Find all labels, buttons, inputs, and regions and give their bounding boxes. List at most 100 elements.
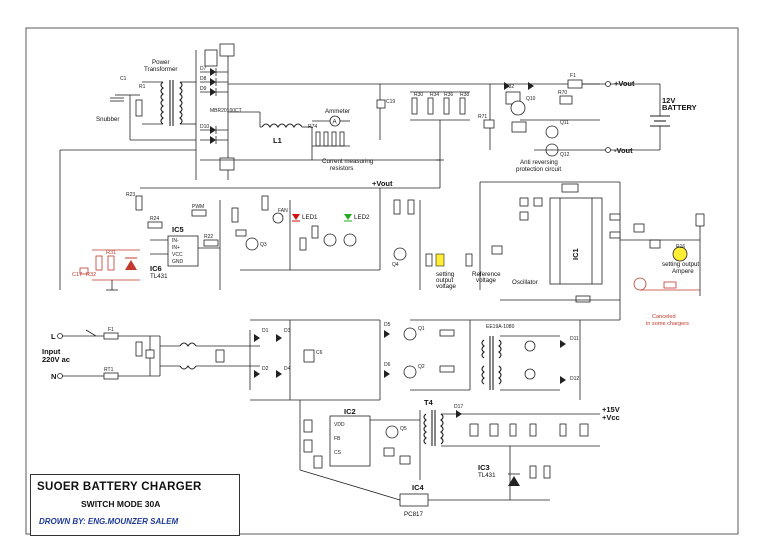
svg-text:C1: C1 xyxy=(120,76,127,82)
svg-text:FB: FB xyxy=(334,436,341,442)
vcc-label: +Vcc xyxy=(602,413,620,422)
svg-text:R22: R22 xyxy=(204,234,213,240)
t4-label: T4 xyxy=(424,398,434,407)
half-bridge-switches: Q1 Q2 D5 D6 xyxy=(379,319,471,400)
ampere-setting-section: R16 setting output Ampere Canceled in so… xyxy=(620,213,705,327)
diode-d8: D8 xyxy=(200,76,228,86)
l1-label: L1 xyxy=(273,136,282,145)
svg-text:R38: R38 xyxy=(460,92,469,98)
svg-text:R70: R70 xyxy=(558,90,567,96)
svg-text:R71: R71 xyxy=(478,114,487,120)
svg-text:Q11: Q11 xyxy=(560,120,569,126)
svg-text:D11: D11 xyxy=(570,336,579,342)
feedback-section: IC3 TL431 IC4 PC817 xyxy=(299,446,551,518)
oscillator-label: Oscillator xyxy=(512,279,538,286)
svg-text:C6: C6 xyxy=(316,350,323,356)
svg-text:R16: R16 xyxy=(676,244,685,250)
svg-text:Q10: Q10 xyxy=(526,96,536,102)
svg-text:CS: CS xyxy=(334,450,342,456)
ic6-part: TL431 xyxy=(150,273,168,280)
ic6-tl431: IC6 TL431 C17 R32 R31 xyxy=(72,249,168,291)
reference-voltage-label: Reference xyxy=(472,271,501,278)
svg-text:R36: R36 xyxy=(444,92,453,98)
svg-text:R1: R1 xyxy=(139,84,146,90)
t2-label: EE19A-1080 xyxy=(486,324,515,330)
ic3-label: IC3 xyxy=(478,463,490,472)
svg-text:Q1: Q1 xyxy=(418,326,425,332)
svg-text:D4: D4 xyxy=(284,366,291,372)
ic4-label: IC4 xyxy=(412,483,425,492)
input-voltage-label: 220V ac xyxy=(42,355,70,364)
svg-text:VDD: VDD xyxy=(334,422,345,428)
current-measuring-label: Current measuring xyxy=(322,158,374,165)
svg-text:D32: D32 xyxy=(505,84,514,90)
ic4-part: PC817 xyxy=(404,511,423,518)
svg-text:D5: D5 xyxy=(384,322,391,328)
led-indicator-section: Q3 FAN LED1 LED2 xyxy=(219,195,380,290)
reference-voltage-label-2: voltage xyxy=(476,277,497,284)
svg-text:FAN: FAN xyxy=(278,208,288,214)
svg-text:C17: C17 xyxy=(72,272,82,278)
svg-text:R30: R30 xyxy=(414,92,423,98)
input-label: Input xyxy=(42,347,61,356)
neutral-terminal-label: N xyxy=(51,372,56,381)
svg-text:Q12: Q12 xyxy=(560,152,570,158)
setting-output-voltage-label-3: voltage xyxy=(436,283,457,290)
power-transformer-label-2: Transformer xyxy=(144,66,177,73)
ic5-label: IC5 xyxy=(172,225,184,234)
ac-input: L N Input 220V ac F1 RT1 xyxy=(42,327,160,381)
ic1-pwm-controller: IC1 xyxy=(479,181,621,303)
line-terminal-label: L xyxy=(51,332,56,341)
ammeter-label: Ammeter xyxy=(325,108,350,115)
svg-text:D7: D7 xyxy=(200,66,207,72)
svg-text:D6: D6 xyxy=(384,362,391,368)
svg-text:F1: F1 xyxy=(570,73,576,79)
anti-reverse-label-2: protection circuit xyxy=(516,166,561,173)
led1-label: LED1 xyxy=(302,214,318,221)
power-transformer: Power Transformer xyxy=(142,59,196,126)
svg-text:Q2: Q2 xyxy=(418,364,425,370)
ammeter-symbol: A xyxy=(333,119,338,126)
vout-mid-label: +Vout xyxy=(372,179,393,188)
svg-text:D10: D10 xyxy=(200,124,209,130)
resistors-label: resistors xyxy=(330,165,353,172)
diode-d10: D10 xyxy=(200,124,228,134)
drive-transformer: EE19A-1080 D11 D12 xyxy=(470,300,621,400)
battery-label: 12V xyxy=(662,96,675,105)
led1: LED1 xyxy=(292,214,318,222)
led2-label: LED2 xyxy=(354,214,370,221)
schematic-frame xyxy=(25,27,739,535)
anti-reverse-label: Anti reversing xyxy=(520,159,558,166)
diode-d9: D9 xyxy=(200,86,228,96)
setting-output-ampere-label-2: Ampere xyxy=(672,268,694,275)
output-rectifier: D7 D8 D9 D10 MBR20100CT xyxy=(195,43,380,180)
emi-filter-bridge: D1 D2 D3 D4 C6 xyxy=(159,319,380,401)
ic5-controller: IC5 IN- IN+ VCC GND R24 R23 R22 PWM xyxy=(126,192,220,267)
svg-text:R23: R23 xyxy=(126,192,135,198)
vout-positive-label: +Vout xyxy=(614,79,635,88)
output-terminals: F1 +Vout -Vout 12V BATTERY xyxy=(567,73,697,155)
svg-text:D9: D9 xyxy=(200,86,207,92)
svg-text:R24: R24 xyxy=(150,216,159,222)
svg-text:IN+: IN+ xyxy=(172,245,180,251)
svg-text:Q4: Q4 xyxy=(392,262,399,268)
svg-text:R32: R32 xyxy=(86,272,96,278)
svg-text:D2: D2 xyxy=(262,366,269,372)
ic6-label: IC6 xyxy=(150,264,162,273)
svg-text:D8: D8 xyxy=(200,76,207,82)
svg-text:R31: R31 xyxy=(106,250,116,256)
snubber-label: Snubber xyxy=(96,116,119,123)
aux-rail-15v: D17 +15V +Vcc xyxy=(454,404,620,447)
svg-text:F1: F1 xyxy=(108,327,114,333)
svg-text:D12: D12 xyxy=(570,376,579,382)
aux-supply: IC2 VDD FB CS Q5 xyxy=(299,400,421,480)
svg-text:R74: R74 xyxy=(308,124,317,130)
svg-text:C19: C19 xyxy=(386,99,395,105)
svg-text:PWM: PWM xyxy=(192,204,204,210)
output-filter: C19 R30 R34 R36 R38 xyxy=(376,83,600,161)
drawing-subtitle: SWITCH MODE 30A xyxy=(81,499,161,509)
title-block: SUOER BATTERY CHARGER SWITCH MODE 30A DR… xyxy=(30,474,240,536)
drawing-title: SUOER BATTERY CHARGER xyxy=(37,481,202,493)
vout-negative-label: -Vout xyxy=(614,146,633,155)
